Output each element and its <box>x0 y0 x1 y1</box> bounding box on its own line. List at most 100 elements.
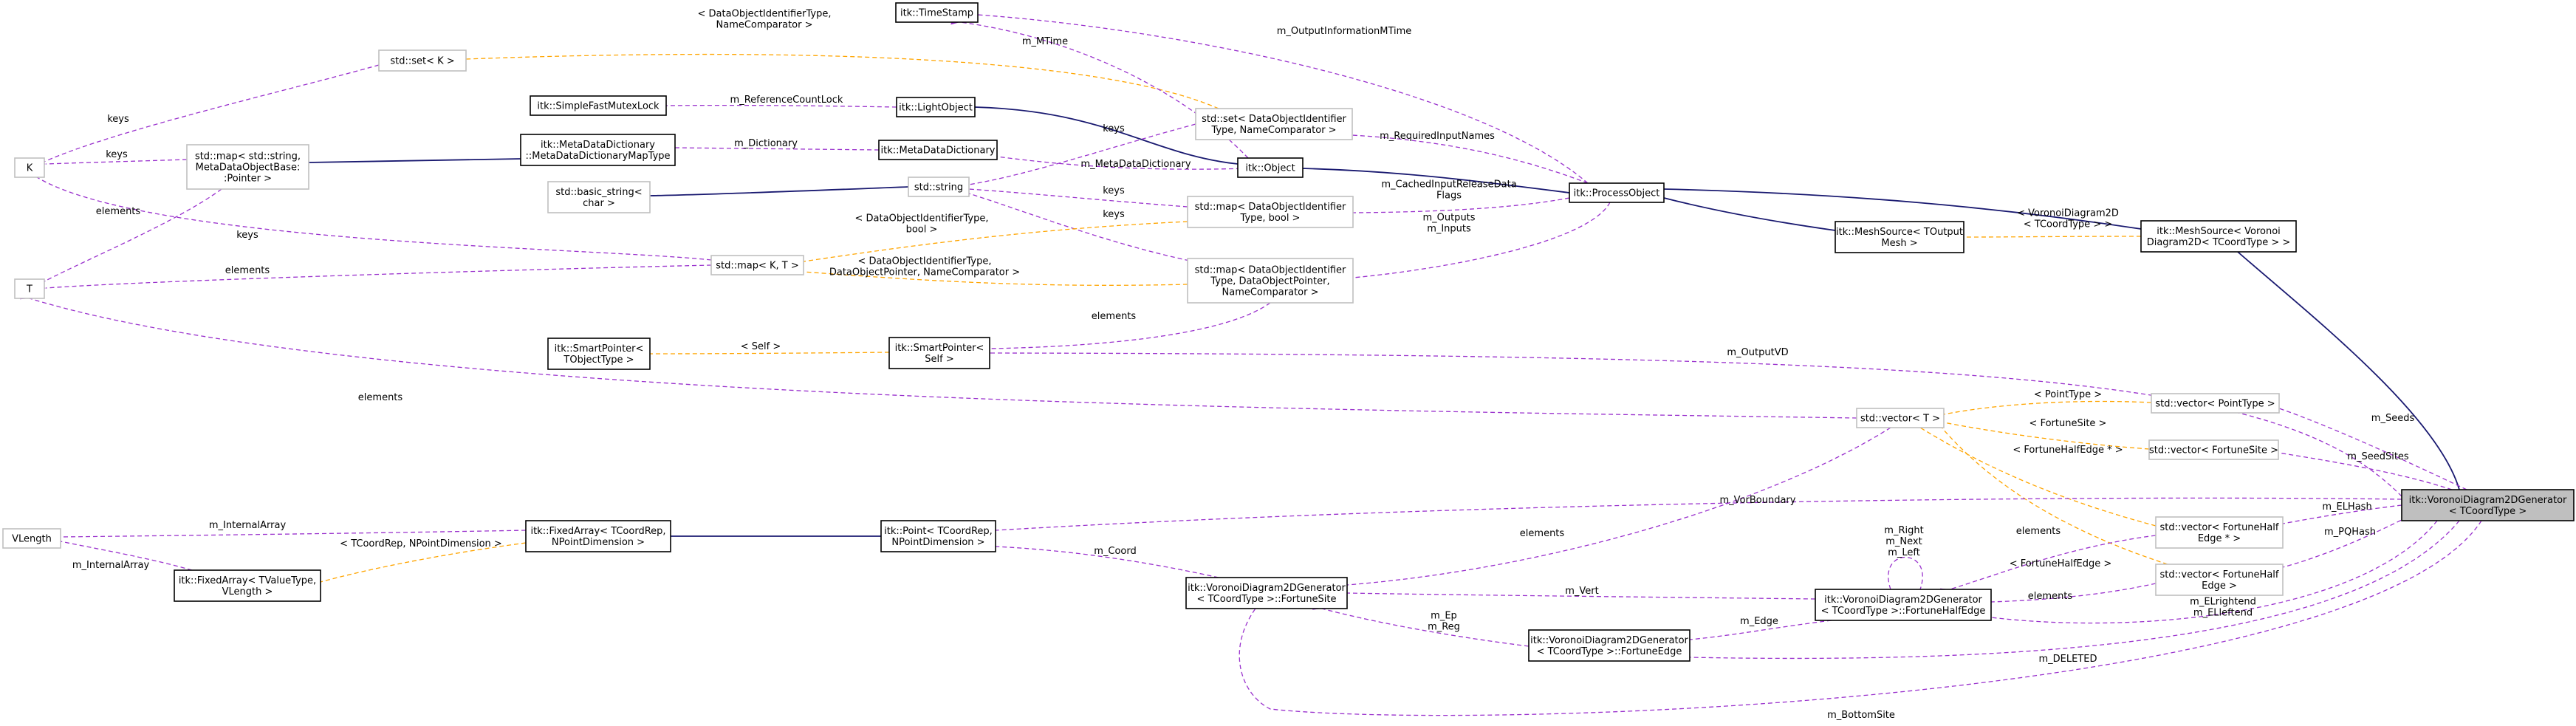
node-vector-pointtype[interactable]: std::vector< PointType > <box>2151 393 2280 414</box>
node-basic-string[interactable]: std::basic_string<char > <box>547 181 651 213</box>
node-voronoi-generator[interactable]: itk::VoronoiDiagram2DGenerator< TCoordTy… <box>2401 489 2575 521</box>
edge-inheritance-12 <box>298 158 521 168</box>
edge-voronoi-tcoord-33 <box>1954 233 2142 242</box>
edge-pointtype-35 <box>1934 400 2152 420</box>
edge-label-line: m_PQHash <box>2324 527 2376 538</box>
node-box <box>1195 108 1353 140</box>
node-label: < TCoordType > <box>2449 506 2527 517</box>
node-label: MetaDataObjectBase: <box>196 162 301 174</box>
edge-m-deleted-53 <box>1680 520 2460 661</box>
node-metadatadict[interactable]: itk::MetaDataDictionary <box>878 140 998 160</box>
node-set-doid[interactable]: std::set< DataObjectIdentifierType, Name… <box>1195 108 1353 140</box>
edge-elements-31 <box>980 302 1271 353</box>
edge-label-line: < DataObjectIdentifierType, <box>858 256 992 267</box>
edge-label-line: m_Reg <box>1428 622 1460 633</box>
node-box <box>2 528 61 549</box>
node-label: itk::MetaDataDictionary <box>541 140 655 151</box>
node-label: itk::SimpleFastMutexLock <box>537 101 660 112</box>
node-label: itk::TimeStamp <box>900 8 973 19</box>
edge-label-line: m_MTime <box>1022 36 1068 47</box>
node-box <box>895 2 979 23</box>
node-box <box>896 97 976 117</box>
node-std-string[interactable]: std::string <box>908 177 970 197</box>
edge-label-keys: keys <box>236 230 258 241</box>
edge-inheritance-19 <box>2227 242 2460 490</box>
edge-label-line: m_RequiredInputNames <box>1380 131 1495 142</box>
node-map-doid-bool[interactable]: std::map< DataObjectIdentifierType, bool… <box>1187 196 1354 228</box>
edge-m-el-hash-41 <box>2273 504 2402 530</box>
node-label: std::string <box>914 182 963 194</box>
edge-m-internal-array-6 <box>51 535 193 571</box>
node-vlength[interactable]: VLength <box>2 528 61 549</box>
edge-label-line: elements <box>358 392 403 403</box>
node-box <box>908 177 970 197</box>
node-map-doid-ptr[interactable]: std::map< DataObjectIdentifierType, Data… <box>1187 258 1354 304</box>
node-vector-fortunesite[interactable]: std::vector< FortuneSite > <box>2148 439 2279 460</box>
node-T[interactable]: T <box>14 278 45 299</box>
edge-label-doid-bool: < DataObjectIdentifierType,bool > <box>855 213 989 236</box>
node-K[interactable]: K <box>14 157 45 178</box>
node-box <box>520 134 676 166</box>
edge-label-line: keys <box>107 114 129 125</box>
edge-label-line: DataObjectPointer, NameComparator > <box>829 267 1020 278</box>
node-simple-fast-mutex[interactable]: itk::SimpleFastMutexLock <box>530 95 667 116</box>
edge-label-elements: elements <box>96 206 141 217</box>
edge-label-line: < FortuneSite > <box>2029 418 2107 429</box>
edge-label-line: m_Right <box>1884 525 1923 536</box>
edge-inheritance-17 <box>1652 191 1836 231</box>
node-box <box>2401 489 2575 521</box>
node-box <box>888 337 990 369</box>
node-box <box>2155 564 2284 596</box>
node-vector-halfedge-ptr[interactable]: std::vector< FortuneHalfEdge * > <box>2155 516 2284 549</box>
node-fortune-site[interactable]: itk::VoronoiDiagram2DGenerator< TCoordTy… <box>1185 577 1348 609</box>
edge-label-fortunehalfedge: < FortuneHalfEdge > <box>2010 558 2112 569</box>
edge-label-line: NameComparator > <box>716 20 813 31</box>
edge-m-pq-hash-42 <box>2273 516 2408 573</box>
node-label: std::vector< T > <box>1860 414 1940 425</box>
node-lightobject[interactable]: itk::LightObject <box>896 97 976 117</box>
node-timestamp[interactable]: itk::TimeStamp <box>895 2 979 23</box>
edge-m-coord-45 <box>986 542 1219 578</box>
edge-label-line: m_Inputs <box>1427 224 1471 235</box>
node-label: itk::MeshSource< Voronoi <box>2157 226 2281 237</box>
edge-label-line: m_ELrightend <box>2190 597 2256 608</box>
node-processobject[interactable]: itk::ProcessObject <box>1569 182 1665 203</box>
node-metadatadict-maptype[interactable]: itk::MetaDataDictionary::MetaDataDiction… <box>520 134 676 166</box>
node-meshsource-voronoi[interactable]: itk::MeshSource< VoronoiDiagram2D< TCoor… <box>2140 220 2297 253</box>
node-smartptr-tobject[interactable]: itk::SmartPointer<TObjectType > <box>547 338 651 370</box>
node-label: itk::LightObject <box>899 103 973 114</box>
edge-m-seed-sites-40 <box>2269 448 2453 490</box>
node-set-k[interactable]: std::set< K > <box>378 49 467 72</box>
edge-layer <box>20 10 2482 716</box>
node-point[interactable]: itk::Point< TCoordRep,NPointDimension > <box>880 520 996 552</box>
edge-label-line: m_BottomSite <box>1827 710 1895 721</box>
node-fortune-halfedge[interactable]: itk::VoronoiDiagram2DGenerator< TCoordTy… <box>1815 589 1992 621</box>
node-box <box>710 255 804 275</box>
edge-label-line: m_InternalArray <box>209 520 287 531</box>
edge-elements-48 <box>1981 583 2157 606</box>
node-label: itk::VoronoiDiagram2DGenerator <box>1188 583 1346 594</box>
edge-label-line: Flags <box>1436 191 1462 202</box>
node-vector-halfedge[interactable]: std::vector< FortuneHalfEdge > <box>2155 564 2284 596</box>
node-object[interactable]: itk::Object <box>1237 157 1304 178</box>
node-label: < TCoordType >::FortuneEdge <box>1537 646 1682 657</box>
edge-label-line: < DataObjectIdentifierType, <box>698 9 832 20</box>
node-label: std::basic_string< <box>555 187 642 198</box>
node-box <box>1569 182 1665 203</box>
node-label: :Pointer > <box>224 174 272 185</box>
node-map-k-t[interactable]: std::map< K, T > <box>710 255 804 275</box>
node-fortune-edge[interactable]: itk::VoronoiDiagram2DGenerator< TCoordTy… <box>1528 629 1690 662</box>
node-fixedarray-tvalue[interactable]: itk::FixedArray< TValueType,VLength > <box>174 569 321 602</box>
edge-tcoord-npointdim-8 <box>311 542 527 588</box>
edge-m-cached-input-release-24 <box>1343 197 1570 217</box>
edge-label-line: elements <box>96 206 141 217</box>
node-smartptr-self[interactable]: itk::SmartPointer<Self > <box>888 337 990 369</box>
node-vector-t[interactable]: std::vector< T > <box>1856 408 1945 428</box>
node-map-string-base[interactable]: std::map< std::string,MetaDataObjectBase… <box>186 144 309 190</box>
edge-label-fortunesite: < FortuneSite > <box>2029 418 2107 429</box>
node-fixedarray-tcoord[interactable]: itk::FixedArray< TCoordRep,NPointDimensi… <box>525 520 671 552</box>
edge-inheritance-18 <box>1653 184 2142 230</box>
edge-elements-47 <box>1940 535 2157 596</box>
